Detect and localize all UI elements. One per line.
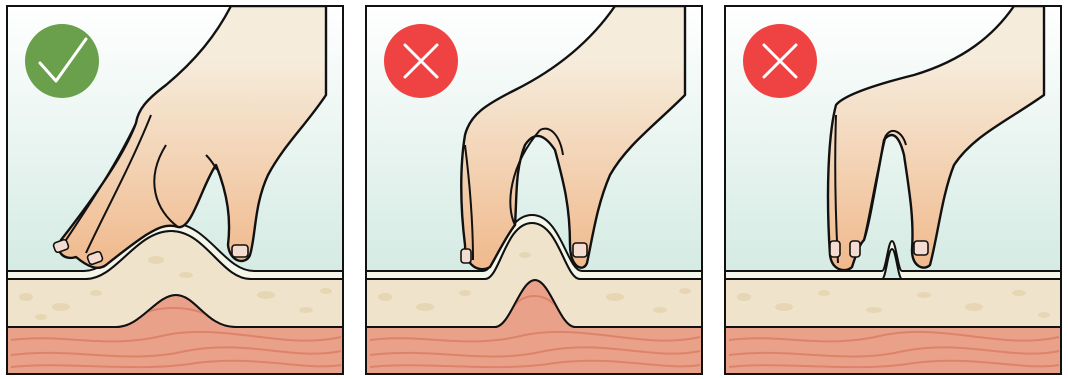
panel-incorrect-pinch-tips: [365, 5, 703, 375]
panel-correct-illustration: [6, 5, 344, 375]
fat-layer: [725, 279, 1061, 327]
correct-badge: [25, 24, 99, 98]
panel-incorrect-tips-illustration: [365, 5, 703, 375]
panel-correct-pinch: [6, 5, 344, 375]
panel-incorrect-pinch-skin-only: [724, 5, 1062, 375]
panel-incorrect-skin-only-illustration: [724, 5, 1062, 375]
